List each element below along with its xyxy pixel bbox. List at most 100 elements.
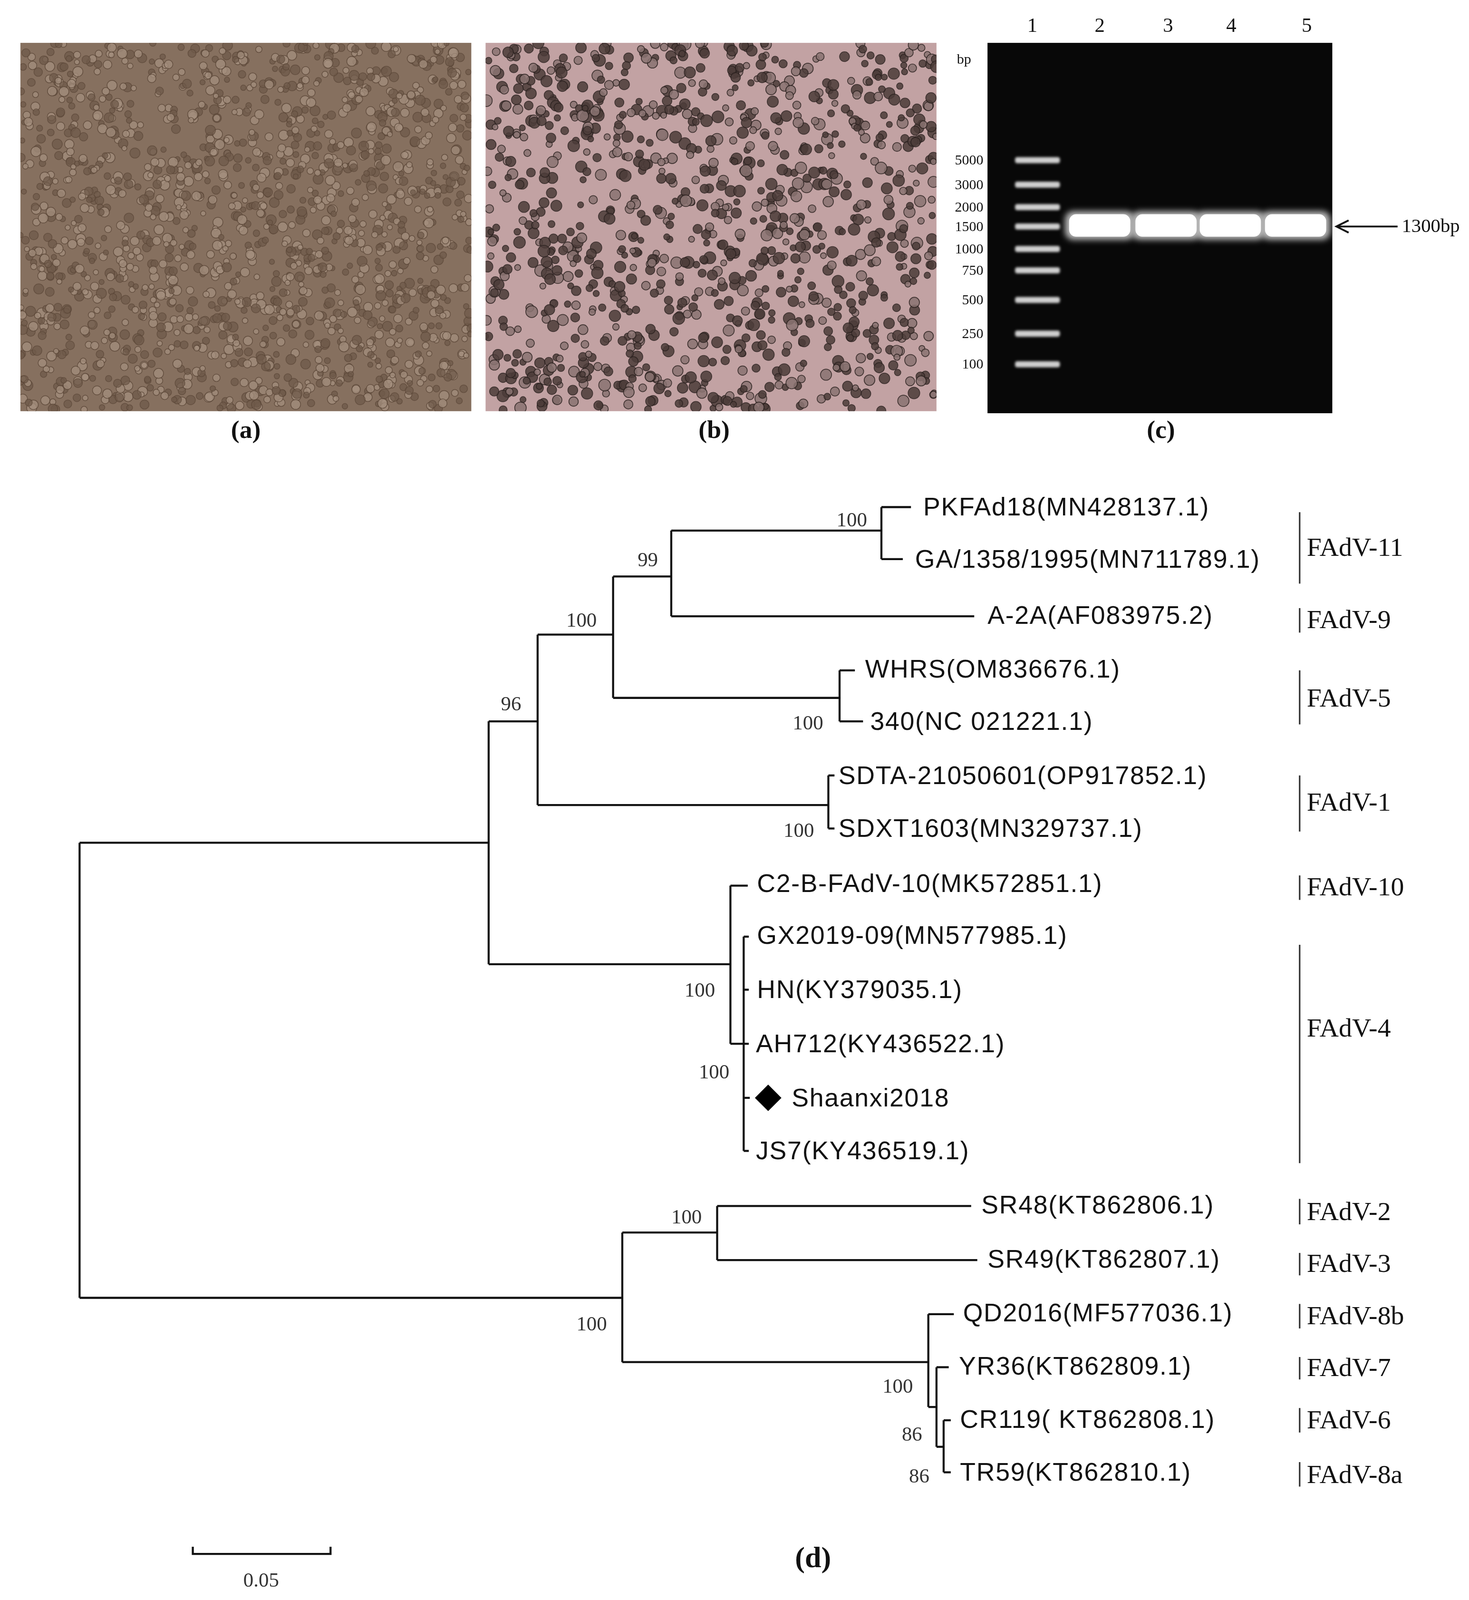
cell <box>329 315 337 323</box>
cell <box>273 190 283 200</box>
cell <box>217 296 228 306</box>
cell <box>114 176 123 185</box>
cell <box>414 125 422 134</box>
rounded-cell <box>842 399 850 406</box>
cell <box>329 67 338 77</box>
cell <box>226 396 233 404</box>
cell <box>30 263 37 270</box>
cell <box>271 386 281 395</box>
cell <box>424 206 435 217</box>
cell <box>126 100 135 108</box>
cell <box>29 230 39 240</box>
cell <box>419 188 426 195</box>
cell <box>234 140 241 147</box>
cell <box>307 88 316 97</box>
cell <box>174 377 185 388</box>
cell <box>371 231 378 238</box>
cell <box>164 348 171 355</box>
cell <box>337 220 345 228</box>
cell <box>80 357 87 365</box>
cell <box>334 289 341 296</box>
cell <box>304 146 310 153</box>
cell <box>122 240 129 247</box>
cell <box>218 169 228 179</box>
cell <box>324 297 335 308</box>
cell <box>279 308 287 316</box>
cell <box>232 334 239 341</box>
cell <box>72 66 83 77</box>
rounded-cell <box>741 307 750 316</box>
cell <box>434 192 441 199</box>
cell <box>157 104 166 112</box>
cell <box>425 243 436 253</box>
cell <box>286 246 297 257</box>
cell <box>253 230 261 237</box>
cell <box>347 371 354 377</box>
cell <box>177 44 185 51</box>
rounded-cell <box>829 186 840 197</box>
cell <box>168 288 175 294</box>
cell <box>303 392 310 399</box>
cell <box>96 288 107 299</box>
cell <box>214 139 225 150</box>
cell <box>155 194 165 203</box>
cell <box>366 384 375 393</box>
cell <box>245 250 255 260</box>
cell <box>286 247 293 253</box>
cell <box>381 42 392 52</box>
cell <box>456 191 464 199</box>
rounded-cell <box>519 125 526 131</box>
cell <box>457 177 465 185</box>
cell <box>90 341 99 350</box>
cell <box>55 77 62 85</box>
cell <box>324 357 331 364</box>
cell <box>45 287 55 297</box>
cell <box>96 359 105 368</box>
cell <box>44 260 52 268</box>
cell <box>78 154 87 163</box>
cell <box>24 246 30 252</box>
cell <box>367 72 375 81</box>
cell <box>166 113 175 122</box>
cell <box>375 264 383 271</box>
cell <box>432 116 439 124</box>
cell <box>323 58 334 69</box>
cell <box>99 404 106 411</box>
cell <box>126 404 133 411</box>
cell <box>388 260 397 269</box>
cell <box>406 161 413 168</box>
cell <box>408 235 415 242</box>
cell <box>195 159 203 166</box>
cell <box>300 358 311 369</box>
cell <box>135 346 142 353</box>
cell <box>251 399 261 410</box>
cell <box>266 214 277 225</box>
cell <box>413 307 420 314</box>
rounded-cell <box>847 77 855 85</box>
rounded-cell <box>757 159 765 167</box>
cell <box>56 385 65 394</box>
cell <box>237 214 247 225</box>
rounded-cell <box>928 76 937 85</box>
cell <box>337 141 345 149</box>
cell <box>293 133 302 142</box>
cell <box>314 169 321 176</box>
cell <box>127 63 134 69</box>
cell <box>390 356 399 364</box>
cell <box>260 340 267 348</box>
cell <box>203 326 211 333</box>
cell <box>463 164 470 171</box>
cell <box>108 51 115 58</box>
cell <box>126 117 133 124</box>
cell <box>424 193 431 199</box>
cell <box>56 279 62 285</box>
rounded-cell <box>485 166 492 176</box>
cell <box>440 105 447 111</box>
cell <box>58 96 66 103</box>
cell <box>378 183 388 194</box>
cell <box>307 167 314 175</box>
cell <box>136 231 145 240</box>
cell <box>393 46 399 52</box>
cell <box>405 337 415 347</box>
cell <box>406 90 416 99</box>
